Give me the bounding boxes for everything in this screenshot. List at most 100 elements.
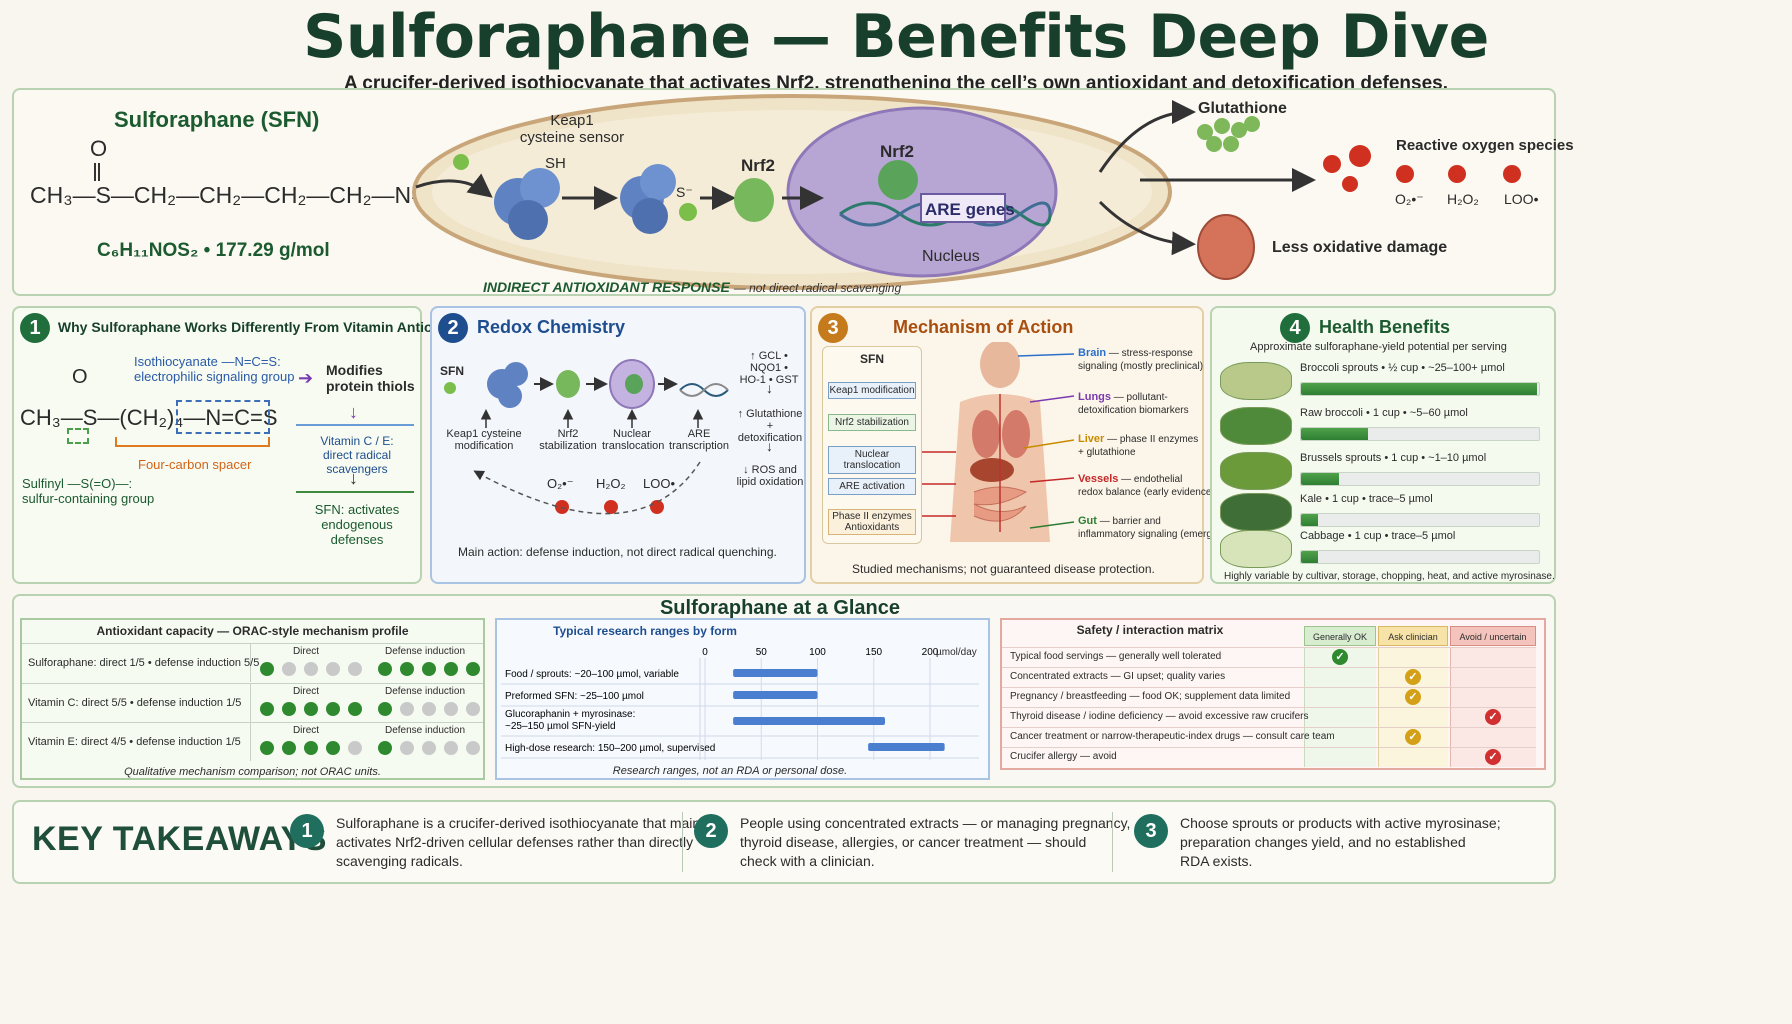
p3-flow-are: ARE activation — [828, 478, 916, 495]
orac-col-divider — [250, 722, 251, 761]
food-yield-bar — [1300, 382, 1540, 396]
orac-dot — [378, 662, 392, 676]
orac-direct-dots — [256, 741, 366, 760]
nucleus-shape — [786, 106, 1058, 278]
page-title: Sulforaphane — Benefits Deep Dive — [303, 2, 1489, 72]
p2-step-4: ARE transcription — [669, 428, 729, 452]
are-box — [920, 193, 1006, 223]
orac-dot — [444, 702, 458, 716]
orac-dot — [260, 702, 274, 716]
p1-formula: CH₃—S—(CH₂)₄—N=C=S — [20, 405, 278, 430]
organ-liver-text: — phase II enzymes + glutathione — [1078, 434, 1199, 458]
orac-dot — [422, 702, 436, 716]
orac-dot — [260, 741, 274, 755]
glutathione-label: Glutathione — [1198, 100, 1287, 117]
food-label: Kale • 1 cup • trace–5 µmol — [1300, 493, 1433, 505]
p1-divider-2 — [296, 491, 414, 493]
orac-defense-header: Defense induction — [384, 725, 466, 736]
p1-iso-label: Isothiocyanate —N=C=S: electrophilic sig… — [134, 354, 295, 384]
takeaway-1: 1 Sulforaphane is a crucifer-derived iso… — [290, 814, 710, 871]
organ-vessels-name: Vessels — [1078, 473, 1119, 485]
takeaway-2-text: People using concentrated extracts — or … — [740, 815, 1131, 869]
keap1-protein-icon — [494, 168, 560, 240]
formula-oxygen: O — [90, 136, 108, 161]
organ-gut: Gut — barrier and inflammatory signaling… — [1078, 515, 1229, 541]
ranges-title: Typical research ranges by form — [553, 624, 737, 638]
takeaway-3-text: Choose sprouts or products with active m… — [1180, 815, 1501, 869]
human-body-illustration — [950, 342, 1050, 542]
safety-row-label: Crucifer allergy — avoid — [1010, 751, 1117, 762]
safety-col-avoid: Avoid / uncertain — [1450, 626, 1536, 646]
gut-shape — [973, 486, 1028, 522]
orac-dot — [282, 702, 296, 716]
panel-redox-chemistry — [430, 306, 806, 584]
mitochondrion-icon — [1197, 214, 1255, 280]
nrf2-label-b: Nrf2 — [880, 142, 915, 161]
orac-dot — [466, 741, 480, 755]
p3-flow-translocation: Nuclear translocation — [828, 446, 916, 474]
orac-dot — [378, 741, 392, 755]
p1-arrow-down-2: ↓ — [349, 468, 358, 488]
takeaway-divider-2 — [1112, 812, 1113, 872]
panel2-title: Redox Chemistry — [477, 316, 626, 337]
food-image-4 — [1220, 530, 1292, 568]
orac-row-divider — [22, 643, 483, 644]
safety-check-icon: ✓ — [1405, 729, 1421, 745]
formula-double-bond — [94, 163, 100, 181]
orac-dot — [348, 662, 362, 676]
p3-flow-nrf2: Nrf2 stabilization — [828, 414, 916, 431]
safety-row-divider — [1002, 647, 1536, 648]
safety-col-ask: Ask clinician — [1378, 626, 1448, 646]
are-genes-label: ARE genes — [925, 200, 1015, 219]
p4-footnote: Highly variable by cultivar, storage, ch… — [1224, 571, 1555, 582]
food-image-0 — [1220, 362, 1292, 400]
redox-flow-illustration — [444, 359, 729, 515]
orac-row-divider — [22, 683, 483, 684]
orac-defense-dots — [374, 662, 484, 681]
organ-brain-name: Brain — [1078, 347, 1107, 359]
p2-sfn-label: SFN — [440, 364, 464, 378]
panel2-header: 2 Redox Chemistry — [438, 313, 625, 343]
orac-row-label: Vitamin C: direct 5/5 • defense inductio… — [28, 697, 242, 709]
nrf2-protein-icon — [734, 178, 774, 222]
range-category-label: ~25–150 µmol SFN-yield — [505, 721, 616, 732]
p2-step-2: Nrf2 stabilization — [539, 428, 597, 452]
caption-bold: INDIRECT ANTIOXIDANT RESPONSE — [483, 279, 730, 295]
p2-radical-2: H₂O₂ — [596, 476, 626, 491]
orac-defense-header: Defense induction — [384, 686, 466, 697]
orac-col-divider — [250, 683, 251, 722]
p2-step-1: Keap1 cysteine modification — [446, 428, 522, 452]
food-image-3 — [1220, 493, 1292, 531]
p3-flow-phase2: Phase II enzymes Antioxidants — [828, 509, 916, 535]
range-bar — [733, 691, 818, 699]
food-yield-fill — [1301, 514, 1318, 526]
organ-pointer-lines — [922, 353, 1075, 529]
safety-row-label: Concentrated extracts — GI upset; qualit… — [1010, 671, 1226, 682]
safety-row-label: Pregnancy / breastfeeding — food OK; sup… — [1010, 691, 1291, 702]
orac-dot — [400, 702, 414, 716]
organ-brain-text: — stress-response signaling (mostly prec… — [1078, 348, 1204, 372]
organ-liver-name: Liver — [1078, 433, 1105, 445]
orac-dot — [422, 741, 436, 755]
glutathione-icon — [1197, 116, 1260, 152]
safety-row-label: Cancer treatment or narrow-therapeutic-i… — [1010, 731, 1335, 742]
panel1-header: 1 Why Sulforaphane Works Differently Fro… — [20, 313, 482, 343]
p2-radical-1: O₂•⁻ — [547, 476, 574, 491]
safety-check-icon: ✓ — [1332, 649, 1348, 665]
takeaway-1-badge: 1 — [290, 814, 324, 848]
orac-dot — [444, 741, 458, 755]
p1-iso-box — [176, 400, 270, 434]
orac-dot — [466, 662, 480, 676]
range-category-label: Food / sprouts: ~20–100 µmol, variable — [505, 669, 679, 680]
p2-ros: ↓ ROS and lipid oxidation — [736, 464, 804, 488]
orac-direct-dots — [256, 662, 366, 681]
organ-liver: Liver — phase II enzymes + glutathione — [1078, 433, 1198, 459]
orac-row-label: Vitamin E: direct 4/5 • defense inductio… — [28, 736, 241, 748]
organ-lungs: Lungs — pollutant- detoxification biomar… — [1078, 391, 1189, 417]
orac-row-divider — [22, 722, 483, 723]
p2-arrow-a: ↓ — [766, 380, 773, 396]
p2-footnote: Main action: defense induction, not dire… — [458, 545, 777, 559]
ros-peroxide: H₂O₂ — [1447, 191, 1479, 207]
organ-gut-text: — barrier and inflammatory signaling (em… — [1078, 516, 1229, 540]
